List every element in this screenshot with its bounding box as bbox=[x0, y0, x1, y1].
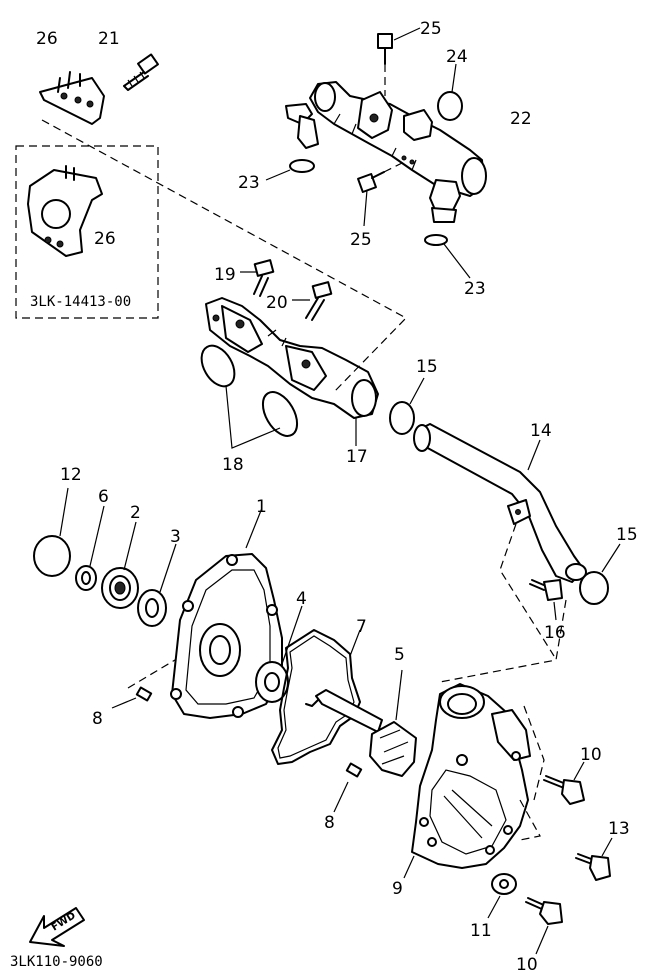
oring-part-24 bbox=[437, 63, 463, 121]
label-11: 11 bbox=[470, 921, 492, 941]
label-15-upper: 15 bbox=[416, 357, 438, 377]
label-13: 13 bbox=[608, 819, 630, 839]
label-7: 7 bbox=[356, 617, 367, 637]
bolt-part-21 bbox=[123, 53, 159, 91]
bolt-part-20 bbox=[292, 281, 333, 321]
bolt-part-10-upper bbox=[543, 761, 585, 805]
label-25-mid: 25 bbox=[350, 230, 372, 250]
label-17: 17 bbox=[346, 447, 368, 467]
oring-part-12 bbox=[33, 487, 71, 577]
assembly-line-26-to-17 bbox=[41, 119, 407, 393]
label-10-lower: 10 bbox=[516, 955, 538, 974]
seal-part-3 bbox=[137, 543, 177, 627]
label-21: 21 bbox=[98, 29, 120, 49]
label-8-left: 8 bbox=[92, 709, 103, 729]
assembly-line-9-10 bbox=[523, 705, 545, 801]
label-23-upper: 23 bbox=[238, 173, 260, 193]
label-26-top: 26 bbox=[36, 29, 58, 49]
assembly-line-14-16 bbox=[499, 523, 555, 657]
oring-part-23-upper bbox=[265, 159, 315, 181]
label-19: 19 bbox=[214, 265, 236, 285]
label-3: 3 bbox=[170, 527, 181, 547]
bolt-part-16 bbox=[529, 579, 563, 621]
label-26-inset: 26 bbox=[94, 229, 116, 249]
bolt-part-13 bbox=[575, 837, 613, 881]
bracket-part-26-alt bbox=[27, 165, 103, 257]
label-8-mid: 8 bbox=[324, 813, 335, 833]
bolt-part-25-top bbox=[377, 27, 421, 96]
label-15-lower: 15 bbox=[616, 525, 638, 545]
impeller-shaft-part-5 bbox=[305, 669, 417, 777]
assembly-line-16-9 bbox=[439, 599, 567, 683]
label-22: 22 bbox=[510, 109, 532, 129]
hose-part-14 bbox=[413, 423, 587, 583]
forward-arrow-icon: FWD bbox=[29, 907, 85, 947]
bolt-part-19 bbox=[240, 259, 275, 297]
oring-part-18 bbox=[200, 344, 299, 449]
gasket-part-7 bbox=[271, 629, 361, 765]
oring-part-23-lower bbox=[424, 234, 471, 279]
bracket-part-26 bbox=[39, 71, 105, 125]
bolt-part-10-lower bbox=[525, 897, 563, 955]
label-25-top: 25 bbox=[420, 19, 442, 39]
pin-part-8-mid bbox=[333, 762, 363, 813]
label-18: 18 bbox=[222, 455, 244, 475]
label-9: 9 bbox=[392, 879, 403, 899]
label-23-lower: 23 bbox=[464, 279, 486, 299]
housing-part-9 bbox=[403, 683, 531, 879]
label-5: 5 bbox=[394, 645, 405, 665]
seal-part-4 bbox=[255, 605, 303, 703]
assembly-line-9-13 bbox=[519, 799, 541, 841]
label-10-upper: 10 bbox=[580, 745, 602, 765]
cover-part-1 bbox=[170, 507, 283, 719]
catalog-code: 3LK110-9060 bbox=[10, 954, 103, 970]
label-20: 20 bbox=[266, 293, 288, 313]
oring-part-15-upper bbox=[389, 377, 425, 435]
bolt-part-25-mid bbox=[357, 161, 405, 227]
label-14: 14 bbox=[530, 421, 552, 441]
label-2: 2 bbox=[130, 503, 141, 523]
pipe-part-17 bbox=[205, 297, 379, 446]
label-1: 1 bbox=[256, 497, 267, 517]
inset-part-code: 3LK-14413-00 bbox=[30, 294, 131, 310]
label-12: 12 bbox=[60, 465, 82, 485]
bearing-part-2 bbox=[101, 521, 139, 609]
pipe-part-22 bbox=[285, 81, 487, 223]
label-16: 16 bbox=[544, 623, 566, 643]
label-24: 24 bbox=[446, 47, 468, 67]
label-4: 4 bbox=[296, 589, 307, 609]
seal-part-6 bbox=[75, 505, 105, 591]
inset-box bbox=[15, 145, 159, 319]
washer-part-11 bbox=[487, 873, 517, 919]
oring-part-15-lower bbox=[579, 543, 621, 605]
label-6: 6 bbox=[98, 487, 109, 507]
